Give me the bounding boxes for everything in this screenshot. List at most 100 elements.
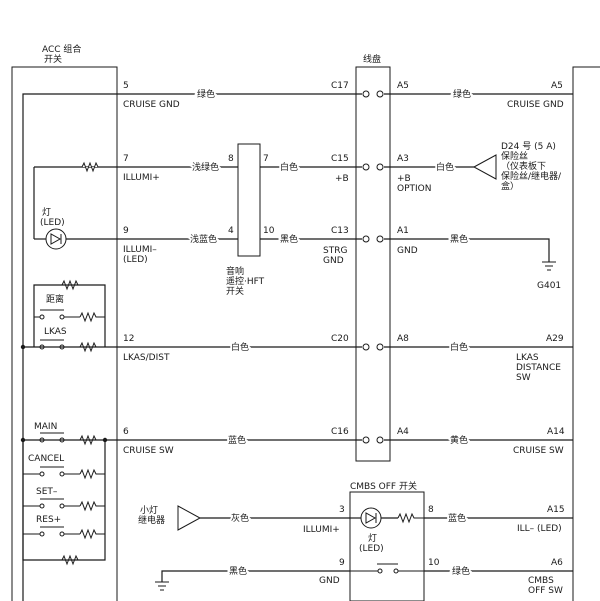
hft-label-3: 开关 bbox=[226, 285, 244, 297]
r4-right-pin: A29 bbox=[546, 334, 564, 344]
junction-row4 bbox=[20, 344, 26, 350]
cmbs-switch-icon bbox=[350, 563, 424, 574]
r3-conn: C13 bbox=[331, 226, 349, 236]
right-edge-box bbox=[572, 66, 600, 601]
fuse-label-3: （仪表板下 bbox=[501, 160, 546, 172]
fuse-label-1: D24 号 (5 A) bbox=[501, 141, 556, 152]
r5-right-signal: CRUISE SW bbox=[513, 446, 564, 456]
r5-color-right: 黄色 bbox=[450, 434, 468, 446]
r4-right-signal-3: SW bbox=[516, 373, 531, 383]
small-relay-label-1: 小灯 bbox=[140, 505, 158, 516]
resistor-ladder-b bbox=[61, 554, 79, 566]
r3-signal-2: (LED) bbox=[123, 255, 148, 265]
r3-hft-4: 4 bbox=[228, 226, 234, 236]
r6-signal: ILLUMI+ bbox=[303, 525, 340, 535]
ladder-b-left bbox=[22, 440, 106, 561]
ladder-a bbox=[33, 284, 106, 347]
cmbs-lamp-label-2: (LED) bbox=[359, 544, 384, 554]
fuse-label-5: 盒） bbox=[501, 180, 519, 192]
switch-main-label: MAIN bbox=[34, 422, 57, 432]
cmbs-diode-icon bbox=[365, 512, 377, 524]
resistor-res bbox=[79, 528, 105, 540]
resistor-lkas bbox=[79, 341, 97, 353]
xianpan-title: 线盘 bbox=[363, 53, 381, 65]
r1-pin: 5 bbox=[123, 81, 129, 91]
r4-signal: LKAS/DIST bbox=[123, 353, 170, 363]
r7-color-left: 黑色 bbox=[229, 565, 247, 577]
led-diode-icon bbox=[50, 233, 62, 245]
switch-juli-label: 距离 bbox=[46, 293, 64, 305]
acc-title-2: 开关 bbox=[44, 53, 62, 65]
r4-color-right: 白色 bbox=[450, 341, 468, 353]
r2-a-option: OPTION bbox=[397, 184, 431, 194]
r3-a-gnd: GND bbox=[397, 246, 418, 256]
r5-a: A4 bbox=[397, 427, 409, 437]
fuse-label-4: 保险丝/继电器/ bbox=[501, 170, 562, 182]
hft-label-2: 遥控·HFT bbox=[226, 275, 265, 287]
r7-pin10: 10 bbox=[428, 558, 440, 568]
switch-main-icon bbox=[39, 432, 65, 443]
r2-color-mid: 白色 bbox=[280, 161, 298, 173]
r2-hft-8: 8 bbox=[228, 154, 234, 164]
r3-color-left: 浅蓝色 bbox=[190, 233, 217, 245]
r3-left-gnd: GND bbox=[323, 256, 344, 266]
junction-row5-b bbox=[102, 437, 108, 443]
r6-pin3: 3 bbox=[339, 505, 345, 515]
cmbs-lamp-label-1: 灯 bbox=[368, 533, 377, 544]
r5-right-pin: A14 bbox=[547, 427, 565, 437]
wire-row3-d bbox=[384, 238, 550, 262]
r1-a: A5 bbox=[397, 81, 409, 91]
r4-right-signal-1: LKAS bbox=[516, 353, 539, 363]
cmbs-title: CMBS OFF 开关 bbox=[350, 480, 417, 492]
switch-res-icon bbox=[23, 526, 80, 537]
wire-row7-left bbox=[161, 570, 350, 582]
r1-right-pin: A5 bbox=[551, 81, 563, 91]
xianpan-terminals bbox=[362, 90, 384, 444]
r3-hft-10: 10 bbox=[263, 226, 275, 236]
r2-pin: 7 bbox=[123, 154, 129, 164]
r2-hft-7: 7 bbox=[263, 154, 269, 164]
r6-right-signal: ILL– (LED) bbox=[517, 524, 562, 534]
wire-row1-left bbox=[22, 93, 362, 601]
r4-right-signal-2: DISTANCE bbox=[516, 363, 561, 373]
r2-conn: C15 bbox=[331, 154, 349, 164]
r1-color-right: 绿色 bbox=[453, 88, 471, 100]
ground-row7-icon bbox=[155, 581, 169, 591]
switch-lkas-icon bbox=[34, 339, 80, 350]
cmbs-switch-box bbox=[349, 491, 425, 601]
r5-signal: CRUISE SW bbox=[123, 446, 174, 456]
r3-a: A1 bbox=[397, 226, 409, 236]
acc-title-1: ACC 组合 bbox=[42, 43, 81, 55]
ground-g401-icon bbox=[542, 261, 556, 271]
lamp-label-2: (LED) bbox=[40, 218, 65, 228]
switch-res-label: RES+ bbox=[36, 515, 61, 525]
r6-pin8: 8 bbox=[428, 505, 434, 515]
switch-set-label: SET– bbox=[36, 487, 58, 497]
r1-color-left: 绿色 bbox=[197, 88, 215, 100]
switch-cancel-label: CANCEL bbox=[28, 454, 64, 464]
ground-g401-label: G401 bbox=[537, 281, 561, 291]
r4-conn: C20 bbox=[331, 334, 349, 344]
r3-color-mid: 黑色 bbox=[280, 233, 298, 245]
switch-lkas-label: LKAS bbox=[44, 327, 67, 337]
resistor-juli bbox=[79, 311, 105, 323]
r1-right-signal: CRUISE GND bbox=[507, 100, 564, 110]
r3-left-strg: STRG bbox=[323, 246, 347, 256]
switch-juli-icon bbox=[34, 309, 80, 320]
r7-right-pin: A6 bbox=[551, 558, 563, 568]
r6-right-pin: A15 bbox=[547, 505, 565, 515]
r4-pin: 12 bbox=[123, 334, 134, 344]
switch-set-icon bbox=[23, 498, 80, 509]
r4-color-left: 白色 bbox=[231, 341, 249, 353]
acc-switch-box bbox=[11, 66, 118, 601]
resistor-main bbox=[79, 434, 97, 446]
r7-right-signal-2: OFF SW bbox=[528, 586, 563, 596]
resistor-row2 bbox=[81, 161, 99, 173]
xianpan-box bbox=[355, 66, 391, 462]
r4-a: A8 bbox=[397, 334, 409, 344]
hft-label-1: 音响 bbox=[226, 265, 244, 277]
r5-color-left: 蓝色 bbox=[228, 434, 246, 446]
switch-cancel-icon bbox=[23, 466, 80, 477]
r3-color-right: 黑色 bbox=[450, 233, 468, 245]
r2-color-right: 白色 bbox=[436, 161, 454, 173]
